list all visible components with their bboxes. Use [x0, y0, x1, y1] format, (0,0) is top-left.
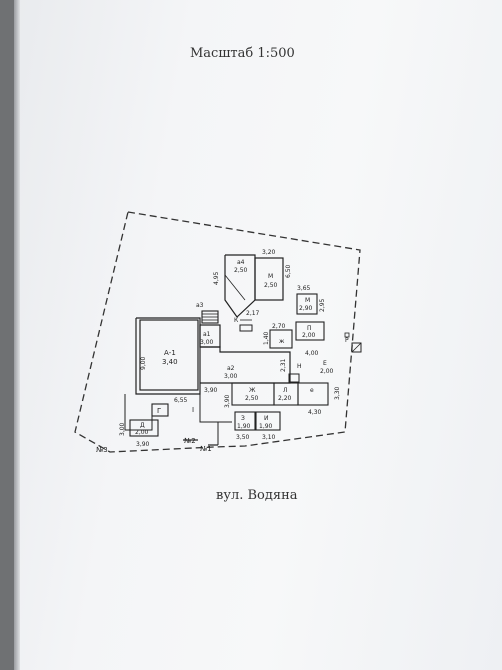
number-1: №1	[200, 445, 212, 453]
value-A-1: 3,40	[162, 358, 178, 366]
dim-Zh: 4,00	[305, 350, 319, 357]
street-label: вул. Водяна	[216, 488, 298, 503]
number-3: №3	[96, 446, 108, 454]
dim-zh-side: 1,40	[263, 331, 270, 345]
fence-left	[124, 394, 153, 431]
label-e: Н	[297, 363, 302, 370]
dim-A-side: 9,00	[140, 356, 147, 370]
label-R: Р	[345, 337, 349, 344]
value-M2: 2,50	[264, 282, 278, 289]
label-K: К	[234, 317, 239, 324]
value-P: 2,90	[299, 305, 313, 312]
building-M-right	[254, 257, 284, 301]
value-a2: 3,00	[224, 373, 238, 380]
building-D	[129, 419, 159, 437]
building-a1-main	[139, 319, 199, 391]
label-N: Е	[323, 360, 327, 367]
dim-L-side: 3,30	[334, 386, 341, 400]
dim-Z-bottom: 3,50	[236, 434, 250, 441]
label-G: Г	[157, 407, 161, 415]
label-zh: ж	[279, 338, 285, 345]
dim-yard: 6,55	[174, 397, 188, 404]
dim-e-side: 2,31	[280, 358, 287, 372]
dim-bottom-right: 4,30	[308, 409, 322, 416]
label-a1: а1	[203, 331, 211, 338]
label-P: М	[305, 297, 310, 304]
building-I	[255, 411, 281, 431]
marker-e	[288, 373, 300, 383]
label-E: Л	[283, 387, 288, 394]
label-I-roman: І	[192, 406, 194, 414]
building-L	[297, 382, 329, 406]
dim-D-side: 3,00	[119, 422, 126, 436]
dim-P-side: 2,95	[319, 298, 326, 312]
building-Zh	[295, 321, 325, 341]
value-a1: 3,00	[200, 339, 214, 346]
building-M-left	[224, 254, 256, 318]
value-Zh: 2,00	[302, 332, 316, 339]
label-L: е	[310, 387, 314, 394]
paper-sheet	[14, 0, 502, 670]
value-N: 2,00	[320, 368, 334, 375]
label-a3: а3	[196, 302, 204, 309]
number-2: №2	[184, 437, 196, 445]
building-Z	[234, 411, 256, 431]
yard-fence	[199, 394, 219, 445]
label-I: И	[264, 415, 269, 422]
value-I: 1,90	[259, 423, 273, 430]
scale-label: Масштаб 1:500	[190, 46, 295, 61]
value-M1: 2,50	[234, 267, 248, 274]
label-A-1: А-1	[164, 349, 176, 357]
label-Z: З	[241, 415, 245, 422]
label-D: Д	[140, 422, 145, 429]
label-a2: а2	[227, 365, 235, 372]
marker-small	[344, 332, 350, 338]
label-a4: Ж	[249, 387, 256, 394]
dim-top: 3,20	[262, 249, 276, 256]
lot-boundary	[74, 211, 361, 453]
value-E: 2,20	[278, 395, 292, 402]
dim-zh: 2,70	[272, 323, 286, 330]
building-zh	[269, 329, 293, 349]
well-K	[239, 324, 253, 332]
value-D: 2,00	[135, 429, 149, 436]
value-Z: 1,90	[237, 423, 251, 430]
dim-I-bottom: 3,10	[262, 434, 276, 441]
dim-front: 3,90	[204, 387, 218, 394]
paper-fold-shadow	[14, 0, 20, 670]
value-a4: 2,50	[245, 395, 259, 402]
building-annex-a2	[200, 346, 291, 384]
dim-P-top: 3,65	[297, 285, 311, 292]
marker-R	[351, 342, 362, 353]
dim-K: 2,17	[246, 310, 260, 317]
label-Zh: П	[307, 325, 312, 332]
dim-left-M: 4,95	[213, 271, 220, 285]
dim-a4-side: 3,90	[224, 394, 231, 408]
building-P	[296, 293, 318, 315]
label-M1: а4	[237, 259, 245, 266]
label-M2: М	[268, 273, 273, 280]
dim-D-bottom: 3,90	[136, 441, 150, 448]
dim-right-M: 6,50	[285, 264, 292, 278]
